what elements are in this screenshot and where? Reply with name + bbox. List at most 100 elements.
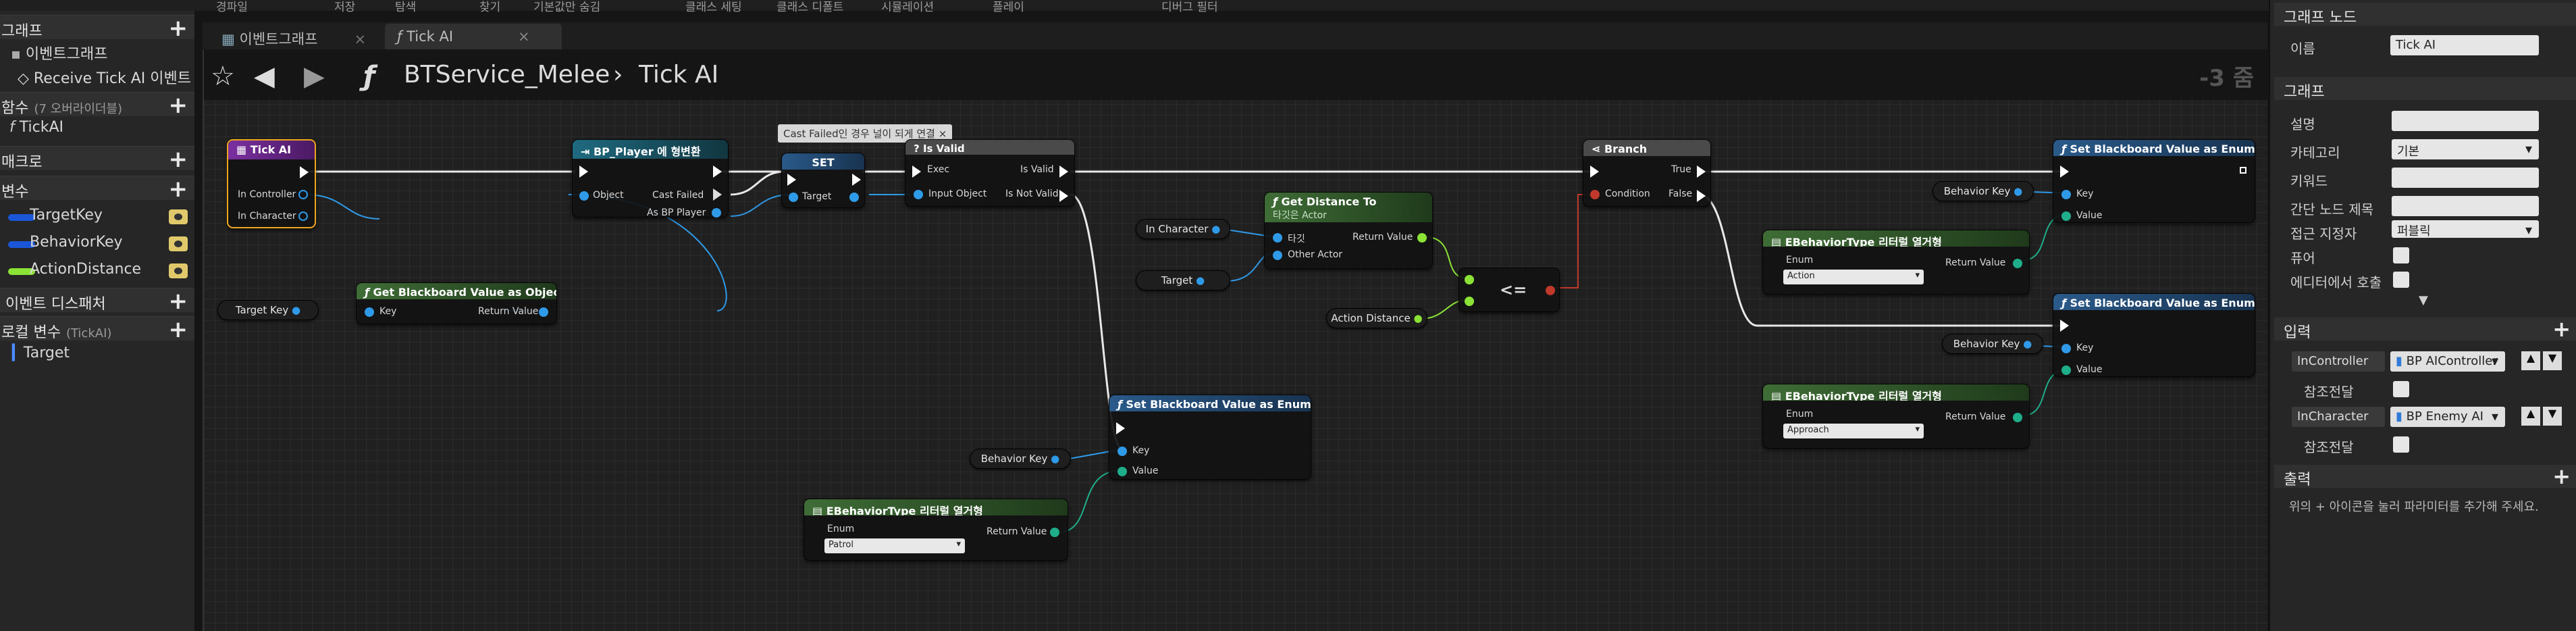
macros-section[interactable]: 매크로+ — [0, 146, 194, 173]
tab-event-graph[interactable]: ▦ 이벤트그래프× — [221, 31, 367, 47]
menu-class-defaults[interactable]: 클래스 디폴트 — [777, 1, 844, 14]
exec-out-pin[interactable] — [1059, 166, 1068, 178]
add-dispatcher-icon[interactable]: + — [168, 288, 188, 315]
move-down-icon[interactable]: ▼ — [2543, 407, 2562, 426]
expand-arrow-icon[interactable]: ▼ — [2419, 293, 2428, 307]
functions-section[interactable]: 함수(7 오버라이더블)+ — [0, 92, 194, 119]
struct-pin[interactable] — [365, 307, 374, 317]
set-blackboard-value-as-enum-node[interactable]: ƒ Set Blackboard Value as Enum Key Value — [1109, 395, 1311, 480]
add-output-icon[interactable]: + — [2552, 463, 2571, 489]
exec-out-pin[interactable] — [300, 166, 309, 178]
exec-out-pin[interactable] — [1697, 190, 1706, 202]
tab-tick-ai[interactable]: ƒ Tick AI× — [385, 24, 562, 49]
close-icon[interactable]: × — [518, 28, 530, 45]
pin-dot-icon[interactable]: ● — [292, 304, 301, 316]
object-pin[interactable] — [579, 191, 589, 201]
behavior-key-variable-node[interactable]: Behavior Key ● — [1933, 181, 2034, 201]
variable-item-targetkey[interactable]: TargetKey — [30, 207, 103, 224]
enum-dropdown[interactable]: Patrol — [824, 538, 965, 553]
enum-pin[interactable] — [2061, 365, 2071, 375]
menu-debug-filter[interactable]: 디버그 필터 — [1161, 1, 1218, 14]
local-variable-item-target[interactable]: ▎Target — [12, 345, 70, 361]
add-variable-icon[interactable]: + — [168, 176, 188, 203]
input-type-dropdown[interactable]: ▮ BP Enemy AI — [2390, 407, 2505, 427]
object-pin[interactable] — [298, 211, 308, 221]
dispatchers-section[interactable]: 이벤트 디스패처+ — [0, 288, 194, 315]
exec-out-pin[interactable] — [852, 174, 861, 186]
event-graph-item[interactable]: ▪ 이벤트그래프 — [11, 46, 108, 63]
behavior-key-variable-node[interactable]: Behavior Key ● — [1942, 334, 2043, 354]
pin-dot-icon[interactable]: ● — [1211, 223, 1221, 235]
struct-pin[interactable] — [2061, 344, 2071, 353]
move-up-icon[interactable]: ▲ — [2521, 407, 2540, 426]
object-pin[interactable] — [539, 307, 548, 317]
menu-file[interactable]: 경파일 — [216, 1, 248, 14]
outputs-section[interactable]: 출력+ — [2274, 463, 2576, 489]
back-arrow-icon[interactable]: ◀ — [254, 61, 275, 92]
menu-play[interactable]: 플레이 — [993, 1, 1024, 14]
get-blackboard-value-as-object-node[interactable]: ƒ Get Blackboard Value as Object Key Ret… — [356, 282, 557, 324]
enum-pin[interactable] — [2013, 413, 2022, 422]
target-key-variable-node[interactable]: Target Key ● — [217, 300, 319, 320]
exec-in-pin[interactable] — [2060, 166, 2069, 178]
less-equal-node[interactable]: <= — [1458, 268, 1560, 312]
eye-icon[interactable] — [169, 209, 188, 224]
graph-canvas[interactable]: ☆ ◀ ▶ ƒ BTService_Melee › Tick AI -3 줌 C… — [203, 50, 2267, 631]
in-character-variable-node[interactable]: In Character ● — [1136, 219, 1230, 239]
ebehaviortype-literal-node[interactable]: ▤ EBehaviorType 리터럴 열거형 Enum Approach Re… — [1762, 384, 2030, 449]
pin-dot-icon[interactable]: ● — [1051, 453, 1060, 465]
graphs-section[interactable]: 그래프+ — [0, 15, 194, 42]
name-field[interactable]: Tick AI — [2390, 35, 2539, 55]
input-type-dropdown[interactable]: ▮ BP AIController — [2390, 351, 2505, 372]
menu-hide-default[interactable]: 기본값만 숨김 — [533, 1, 601, 14]
breadcrumb-class[interactable]: BTService_Melee — [404, 61, 610, 89]
enum-dropdown[interactable]: Action — [1783, 270, 1924, 284]
pin-dot-icon[interactable]: ● — [2023, 338, 2032, 350]
bool-pin[interactable] — [1546, 286, 1555, 295]
object-pin[interactable] — [914, 190, 923, 199]
pin-dot-icon[interactable]: ● — [2014, 185, 2023, 197]
tick-ai-entry-node[interactable]: ▦ Tick AI In Controller In Character — [227, 139, 316, 228]
add-macro-icon[interactable]: + — [168, 146, 188, 173]
add-local-variable-icon[interactable]: + — [168, 316, 188, 343]
variable-item-behaviorkey[interactable]: BehaviorKey — [30, 234, 123, 251]
move-down-icon[interactable]: ▼ — [2543, 351, 2562, 370]
menu-simulation[interactable]: 시뮬레이션 — [881, 1, 935, 14]
pin-dot-icon[interactable]: ● — [1413, 312, 1423, 324]
pass-by-ref-checkbox[interactable] — [2393, 436, 2409, 453]
pin-dot-icon[interactable]: ● — [1196, 274, 1205, 286]
bool-pin[interactable] — [1590, 190, 1600, 199]
close-icon[interactable]: × — [354, 31, 367, 47]
pure-checkbox[interactable] — [2393, 247, 2409, 263]
local-variables-section[interactable]: 로컬 변수(TickAI)+ — [0, 316, 194, 343]
set-blackboard-value-as-enum-node[interactable]: ƒ Set Blackboard Value as Enum Key Value — [2053, 139, 2255, 223]
close-icon[interactable]: × — [938, 128, 947, 140]
exec-in-pin[interactable] — [2060, 320, 2069, 332]
eye-icon[interactable] — [169, 236, 188, 251]
exec-out-pin[interactable] — [2238, 166, 2248, 175]
float-pin[interactable] — [1417, 233, 1427, 243]
graph-section[interactable]: 그래프 — [2274, 77, 2576, 101]
set-blackboard-value-as-enum-node[interactable]: ƒ Set Blackboard Value as Enum Key Value — [2053, 293, 2255, 377]
move-up-icon[interactable]: ▲ — [2521, 351, 2540, 370]
forward-arrow-icon[interactable]: ▶ — [304, 61, 325, 92]
object-pin[interactable] — [298, 190, 308, 199]
add-function-icon[interactable]: + — [168, 92, 188, 119]
call-in-editor-checkbox[interactable] — [2393, 272, 2409, 288]
category-dropdown[interactable]: 기본 — [2392, 139, 2539, 159]
pass-by-ref-checkbox[interactable] — [2393, 381, 2409, 397]
object-pin[interactable] — [789, 193, 798, 202]
menu-class-settings[interactable]: 클래스 세팅 — [685, 1, 742, 14]
receive-tick-item[interactable]: ◇ Receive Tick AI 이벤트 — [18, 70, 192, 87]
graph-node-section[interactable]: 그래프 노드 — [2274, 3, 2576, 26]
is-valid-node[interactable]: ? Is Valid Exec Is Valid Input Object Is… — [905, 139, 1075, 207]
exec-in-pin[interactable] — [1590, 166, 1599, 178]
enum-pin[interactable] — [2013, 259, 2022, 268]
exec-in-pin[interactable] — [787, 174, 796, 186]
object-pin[interactable] — [1273, 251, 1282, 260]
ebehaviortype-literal-node[interactable]: ▤ EBehaviorType 리터럴 열거형 Enum Patrol Retu… — [804, 499, 1068, 561]
enum-pin[interactable] — [1118, 467, 1127, 476]
object-pin[interactable] — [1273, 233, 1282, 243]
input-name-field[interactable]: InCharacter — [2292, 407, 2385, 427]
